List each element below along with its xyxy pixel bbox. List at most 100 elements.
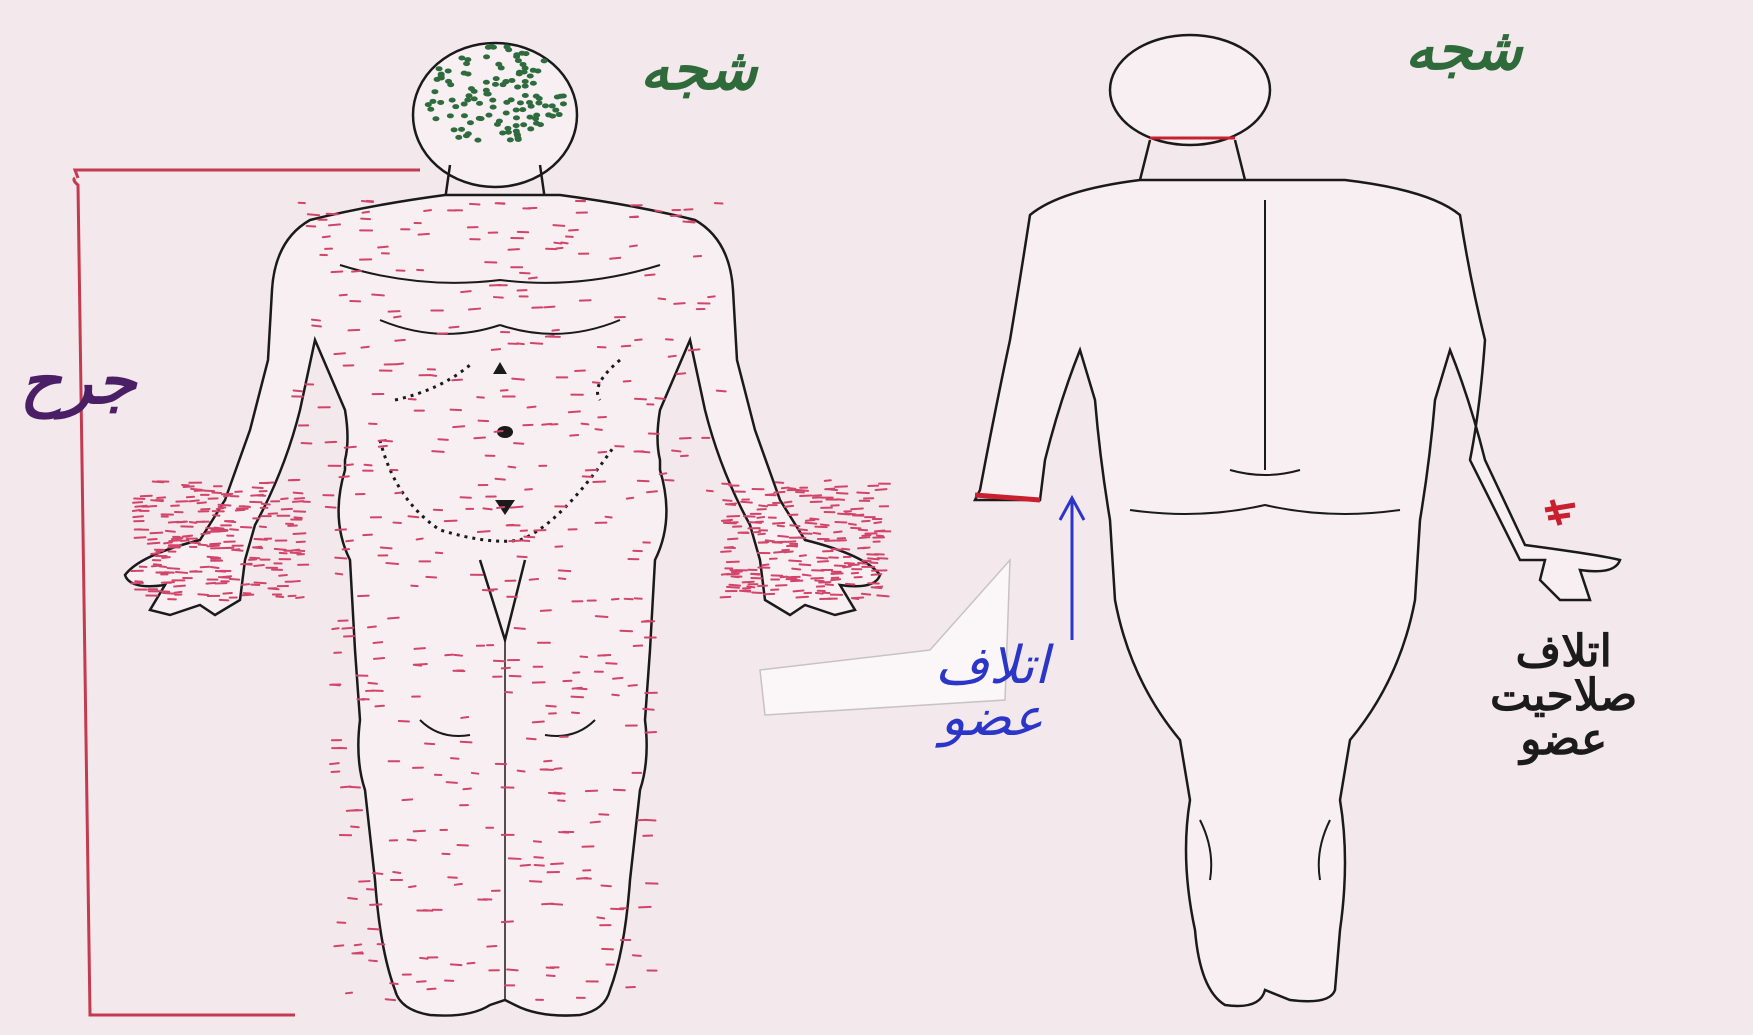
wound-dash bbox=[643, 709, 653, 710]
head-dot bbox=[517, 100, 524, 105]
wound-dash bbox=[312, 320, 320, 321]
wound-dash bbox=[334, 353, 345, 354]
wound-dash bbox=[242, 584, 249, 585]
wound-dash bbox=[279, 575, 287, 576]
wound-dash bbox=[414, 831, 425, 832]
wound-dash bbox=[789, 488, 796, 489]
wound-dash bbox=[293, 581, 300, 582]
wound-dash bbox=[575, 371, 585, 372]
head-dot bbox=[449, 98, 456, 103]
head-dot bbox=[513, 52, 520, 57]
wound-dash bbox=[655, 398, 664, 399]
wound-dash bbox=[223, 593, 232, 594]
head-dot bbox=[489, 98, 496, 103]
wound-dash bbox=[254, 565, 264, 566]
wound-dash bbox=[874, 522, 881, 523]
wound-dash bbox=[868, 558, 879, 559]
wound-dash bbox=[269, 513, 278, 514]
wound-dash bbox=[859, 530, 867, 531]
dark-line-1: اتلاف bbox=[1490, 630, 1637, 674]
wound-dash bbox=[547, 975, 555, 976]
head-dot bbox=[490, 105, 497, 110]
head-dot bbox=[437, 100, 444, 105]
wound-dash bbox=[627, 498, 634, 499]
wound-dash bbox=[837, 493, 848, 494]
bracket-label: جرح bbox=[20, 350, 136, 414]
head-dot bbox=[438, 74, 445, 79]
head-dot bbox=[483, 88, 490, 93]
wound-dash bbox=[243, 506, 250, 507]
head-dot bbox=[549, 103, 556, 108]
wound-dash bbox=[483, 508, 491, 509]
wound-dash bbox=[449, 327, 458, 328]
wound-dash bbox=[835, 486, 847, 487]
wound-dash bbox=[211, 567, 219, 568]
wound-dash bbox=[180, 522, 187, 523]
wound-dash bbox=[524, 537, 534, 538]
head-dot bbox=[520, 62, 527, 67]
wound-dash bbox=[495, 431, 503, 432]
wound-dash bbox=[728, 539, 737, 540]
head-dot bbox=[431, 89, 438, 94]
wound-dash bbox=[282, 509, 292, 510]
wound-dash bbox=[546, 706, 555, 707]
wound-dash bbox=[569, 411, 580, 412]
wound-dash bbox=[308, 214, 319, 215]
wound-dash bbox=[534, 857, 543, 858]
wound-dash bbox=[817, 558, 827, 559]
wound-dash bbox=[332, 271, 343, 272]
wound-dash bbox=[708, 296, 715, 297]
wound-dash bbox=[752, 592, 762, 593]
wound-dash bbox=[778, 526, 784, 527]
head-dot bbox=[451, 127, 458, 132]
wound-dash bbox=[253, 547, 262, 548]
head-dot bbox=[471, 89, 478, 94]
wound-dash bbox=[307, 226, 316, 227]
wound-dash bbox=[834, 531, 842, 532]
wound-dash bbox=[251, 495, 263, 496]
wound-dash bbox=[635, 340, 642, 341]
wound-dash bbox=[327, 214, 338, 215]
head-dot bbox=[520, 122, 527, 127]
wound-dash bbox=[722, 574, 729, 575]
wound-dash bbox=[821, 524, 829, 525]
wound-dash bbox=[293, 533, 305, 534]
head-dot bbox=[488, 44, 495, 49]
wound-dash bbox=[184, 486, 194, 487]
head-dot bbox=[492, 82, 499, 87]
wound-dash bbox=[727, 587, 739, 588]
wound-dash bbox=[241, 527, 252, 528]
wound-dash bbox=[461, 291, 471, 292]
wound-dash bbox=[472, 773, 478, 774]
wound-dash bbox=[800, 496, 811, 497]
wound-dash bbox=[875, 531, 885, 532]
blue-line-1: اتلاف bbox=[935, 640, 1049, 692]
wound-dash bbox=[230, 529, 238, 530]
wound-dash bbox=[851, 509, 863, 510]
wound-dash bbox=[744, 516, 755, 517]
wound-dash bbox=[774, 492, 784, 493]
wound-dash bbox=[148, 539, 157, 540]
wound-dash bbox=[559, 570, 571, 571]
wound-dash bbox=[561, 242, 567, 243]
wound-dash bbox=[684, 209, 692, 210]
wound-dash bbox=[369, 960, 377, 961]
wound-dash bbox=[814, 533, 821, 534]
front-head-label: شجه bbox=[640, 40, 757, 98]
head-dot bbox=[560, 101, 567, 106]
head-dot bbox=[465, 93, 472, 98]
wound-dash bbox=[507, 969, 517, 970]
wound-dash bbox=[359, 881, 369, 882]
wound-dash bbox=[553, 225, 564, 226]
wound-dash bbox=[791, 546, 797, 547]
wound-dash bbox=[530, 881, 541, 882]
wound-dash bbox=[510, 676, 521, 677]
wound-dash bbox=[190, 571, 196, 572]
wound-dash bbox=[518, 557, 527, 558]
wound-dash bbox=[530, 579, 538, 580]
wound-dash bbox=[794, 591, 804, 592]
head-dot bbox=[458, 55, 465, 60]
wound-dash bbox=[461, 742, 472, 743]
wound-dash bbox=[591, 822, 600, 823]
wound-dash bbox=[846, 584, 854, 585]
